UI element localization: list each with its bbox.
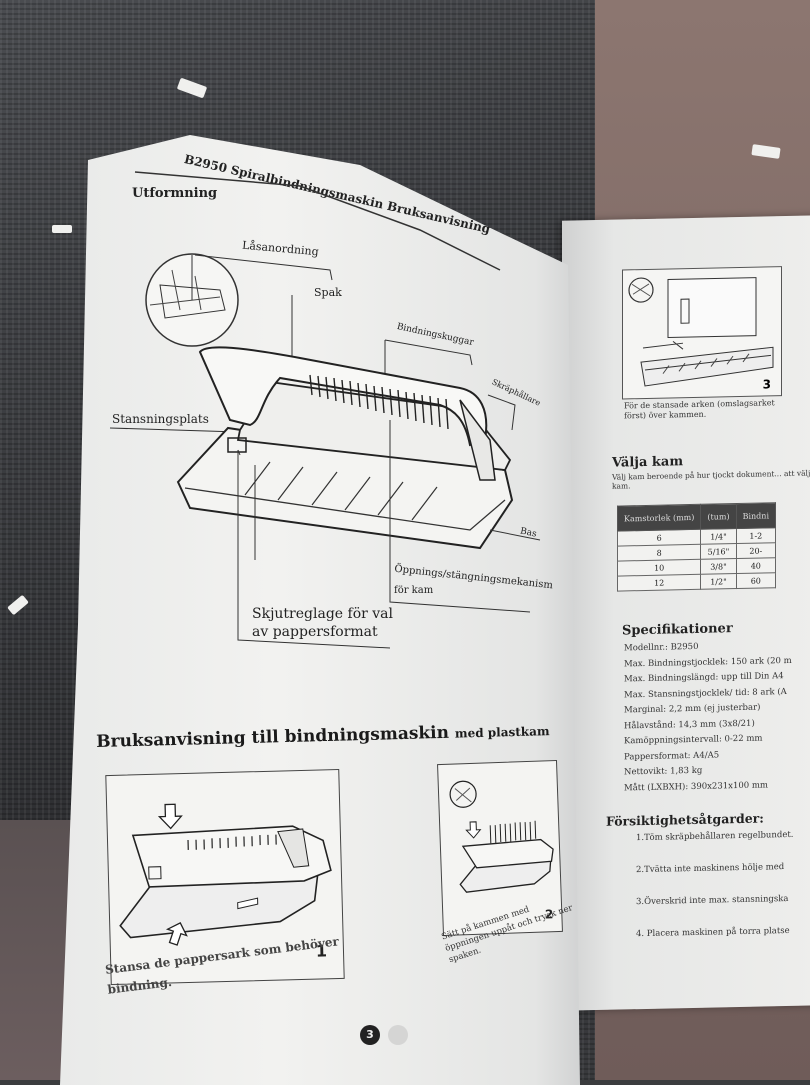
- label-slide-guide-2: av pappersformat: [252, 624, 378, 640]
- page-number-shadow: [388, 1025, 408, 1045]
- arrow-down-icon: [159, 804, 182, 829]
- label-open-close-mechanism-2: för kam: [394, 585, 433, 596]
- label-slide-guide: Skjutreglage för val: [252, 606, 393, 622]
- instructions-heading-suffix: med plastkam: [455, 724, 550, 740]
- label-punch-slot: Stansningsplats: [112, 412, 209, 426]
- page-number: 3: [360, 1025, 380, 1045]
- label-lever: Spak: [314, 286, 342, 299]
